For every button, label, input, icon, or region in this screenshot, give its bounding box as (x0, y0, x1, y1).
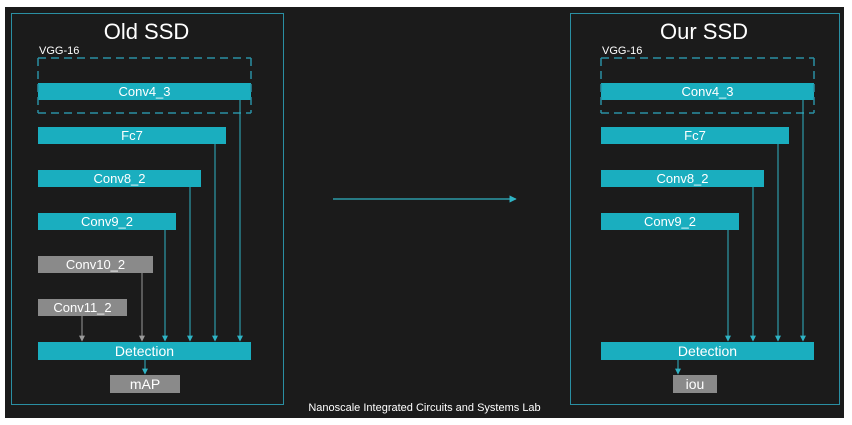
old-map-output: mAP (110, 375, 180, 393)
old-vgg-label: VGG-16 (39, 45, 80, 57)
old-conv9-2-block: Conv9_2 (38, 213, 176, 230)
our-vgg-dashed-box (600, 57, 815, 114)
slide: Old SSD VGG-16 Conv4_3 Fc7 Conv8_2 Conv9… (5, 7, 844, 418)
our-ssd-title: Our SSD (659, 19, 749, 44)
our-conv4-3-block: Conv4_3 (601, 83, 814, 100)
old-conv11-2-block: Conv11_2 (38, 299, 127, 316)
our-ssd-panel (570, 13, 840, 405)
old-conv10-2-block: Conv10_2 (38, 256, 153, 273)
old-vgg-dashed-box (37, 57, 252, 114)
footer-lab-name: Nanoscale Integrated Circuits and System… (308, 402, 541, 414)
our-fc7-block: Fc7 (601, 127, 789, 144)
old-conv4-3-block: Conv4_3 (38, 83, 251, 100)
our-conv9-2-block: Conv9_2 (601, 213, 739, 230)
our-conv8-2-block: Conv8_2 (601, 170, 764, 187)
our-iou-output: iou (673, 375, 717, 393)
old-conv8-2-block: Conv8_2 (38, 170, 201, 187)
old-fc7-block: Fc7 (38, 127, 226, 144)
our-detection-block: Detection (601, 342, 814, 360)
old-detection-block: Detection (38, 342, 251, 360)
old-ssd-title: Old SSD (103, 19, 190, 44)
old-ssd-panel (11, 13, 284, 405)
connection-lines (37, 57, 815, 375)
our-vgg-label: VGG-16 (602, 45, 643, 57)
